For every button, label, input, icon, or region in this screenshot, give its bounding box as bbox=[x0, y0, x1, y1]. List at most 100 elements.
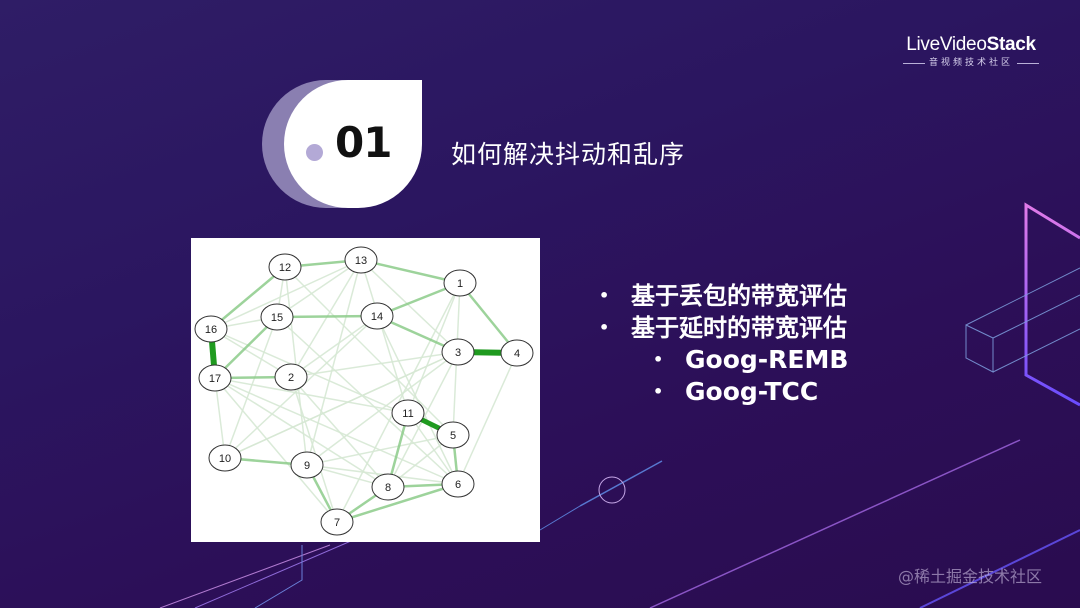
graph-node-4: 4 bbox=[500, 339, 534, 367]
graph-node-label: 3 bbox=[455, 347, 461, 359]
graph-node-label: 8 bbox=[385, 482, 391, 494]
graph-edge bbox=[210, 266, 286, 330]
graph-edge bbox=[407, 282, 461, 414]
graph-node-label: 15 bbox=[271, 312, 283, 324]
graph-edge bbox=[224, 316, 278, 459]
graph-edge bbox=[459, 282, 518, 354]
watermark: @稀土掘金技术社区 bbox=[898, 567, 1043, 586]
graph-edge bbox=[276, 314, 378, 319]
graph-edge bbox=[360, 259, 459, 353]
section-number-badge: 01 bbox=[262, 80, 422, 210]
graph-node-label: 13 bbox=[355, 255, 367, 267]
logo-part-video: Video bbox=[939, 34, 987, 55]
diagonal-line bbox=[539, 505, 581, 531]
graph-edge bbox=[210, 328, 292, 378]
graph-edge bbox=[306, 351, 459, 466]
section-number: 01 bbox=[335, 118, 392, 167]
sub-bullet-item: • Goog-REMB bbox=[595, 344, 848, 376]
graph-node-6: 6 bbox=[441, 470, 475, 498]
bullet-text: Goog-REMB bbox=[685, 345, 849, 374]
badge-dot-icon bbox=[306, 144, 323, 161]
bullet-text: 基于延时的带宽评估 bbox=[631, 314, 847, 342]
bullet-dot-icon: • bbox=[653, 350, 664, 369]
graph-node-label: 6 bbox=[455, 479, 461, 491]
bullet-dot-icon: • bbox=[653, 382, 664, 401]
bullet-dot-icon: • bbox=[599, 286, 610, 305]
diagonal-line bbox=[579, 460, 663, 507]
ring-circle bbox=[598, 476, 626, 504]
graph-node-label: 11 bbox=[402, 408, 413, 420]
graph-edge bbox=[290, 376, 389, 488]
graph-edge bbox=[290, 315, 378, 378]
graph-node-2: 2 bbox=[274, 363, 308, 391]
bullet-text: 基于丢包的带宽评估 bbox=[631, 282, 847, 310]
graph-node-14: 14 bbox=[360, 302, 394, 330]
graph-node-label: 12 bbox=[279, 262, 291, 274]
logo-wordmark: LiveVideoStack bbox=[890, 34, 1052, 56]
graph-node-10: 10 bbox=[208, 444, 242, 472]
divider bbox=[1017, 62, 1039, 64]
graph-edge bbox=[284, 266, 454, 436]
graph-node-5: 5 bbox=[436, 421, 470, 449]
graph-edge bbox=[214, 377, 459, 485]
section-title: 如何解决抖动和乱序 bbox=[451, 140, 686, 169]
graph-edge bbox=[276, 316, 459, 485]
graph-node-12: 12 bbox=[268, 253, 302, 281]
graph-node-15: 15 bbox=[260, 303, 294, 331]
logo-tagline-row: 音视频技术社区 bbox=[890, 57, 1052, 69]
bullet-item: • 基于延时的带宽评估 bbox=[595, 312, 848, 344]
wireframe-box bbox=[965, 267, 1080, 373]
graph-node-11: 11 bbox=[391, 399, 425, 427]
divider bbox=[902, 62, 925, 64]
bullet-dot-icon: • bbox=[599, 318, 610, 337]
badge-face-shape bbox=[284, 80, 422, 208]
diagonal-line bbox=[159, 544, 331, 608]
graph-edge bbox=[306, 259, 362, 466]
graph-edge bbox=[276, 259, 362, 318]
graph-edge bbox=[360, 258, 461, 285]
graph-edge bbox=[224, 351, 459, 459]
logo-tagline: 音视频技术社区 bbox=[928, 58, 1013, 68]
graph-node-label: 16 bbox=[205, 324, 217, 336]
graph-node-label: 5 bbox=[450, 430, 456, 442]
graph-node-13: 13 bbox=[344, 246, 378, 274]
graph-node-label: 1 bbox=[457, 278, 463, 290]
sub-bullet-item: • Goog-TCC bbox=[595, 376, 848, 408]
graph-node-label: 4 bbox=[514, 348, 520, 360]
graph-edge bbox=[306, 434, 454, 466]
graph-node-16: 16 bbox=[194, 315, 228, 343]
graph-node-label: 2 bbox=[288, 372, 294, 384]
graph-edge bbox=[336, 482, 459, 524]
logo-part-live: Live bbox=[906, 34, 940, 55]
graph-edge bbox=[407, 412, 459, 485]
graph-node-9: 9 bbox=[290, 451, 324, 479]
graph-edge bbox=[360, 259, 409, 414]
graph-edge bbox=[210, 259, 362, 330]
graph-node-label: 7 bbox=[334, 517, 340, 529]
graph-node-label: 17 bbox=[209, 373, 221, 385]
bullet-list: • 基于丢包的带宽评估 • 基于延时的带宽评估 • Goog-REMB • Goog-T… bbox=[595, 280, 848, 408]
bullet-text: Goog-TCC bbox=[685, 377, 819, 406]
graph-node-7: 7 bbox=[320, 508, 354, 536]
graph-edge bbox=[290, 376, 338, 523]
graph-node-1: 1 bbox=[443, 269, 477, 297]
graph-node-17: 17 bbox=[198, 364, 232, 392]
graph-node-label: 14 bbox=[371, 311, 383, 323]
bullet-item: • 基于丢包的带宽评估 bbox=[595, 280, 848, 312]
graph-edge bbox=[457, 352, 518, 485]
logo-part-stack: Stack bbox=[986, 34, 1037, 55]
graph-edge bbox=[214, 377, 389, 488]
graph-edge bbox=[214, 377, 338, 523]
livevideostack-logo: LiveVideoStack 音视频技术社区 bbox=[890, 34, 1052, 69]
neon-frame-line bbox=[1024, 202, 1080, 407]
graph-node-label: 9 bbox=[304, 460, 310, 472]
graph-edge bbox=[290, 259, 362, 378]
diagonal-line bbox=[254, 545, 303, 608]
graph-node-label: 10 bbox=[219, 453, 231, 465]
graph-edge bbox=[214, 377, 409, 414]
graph-node-3: 3 bbox=[441, 338, 475, 366]
graph-node-8: 8 bbox=[371, 473, 405, 501]
